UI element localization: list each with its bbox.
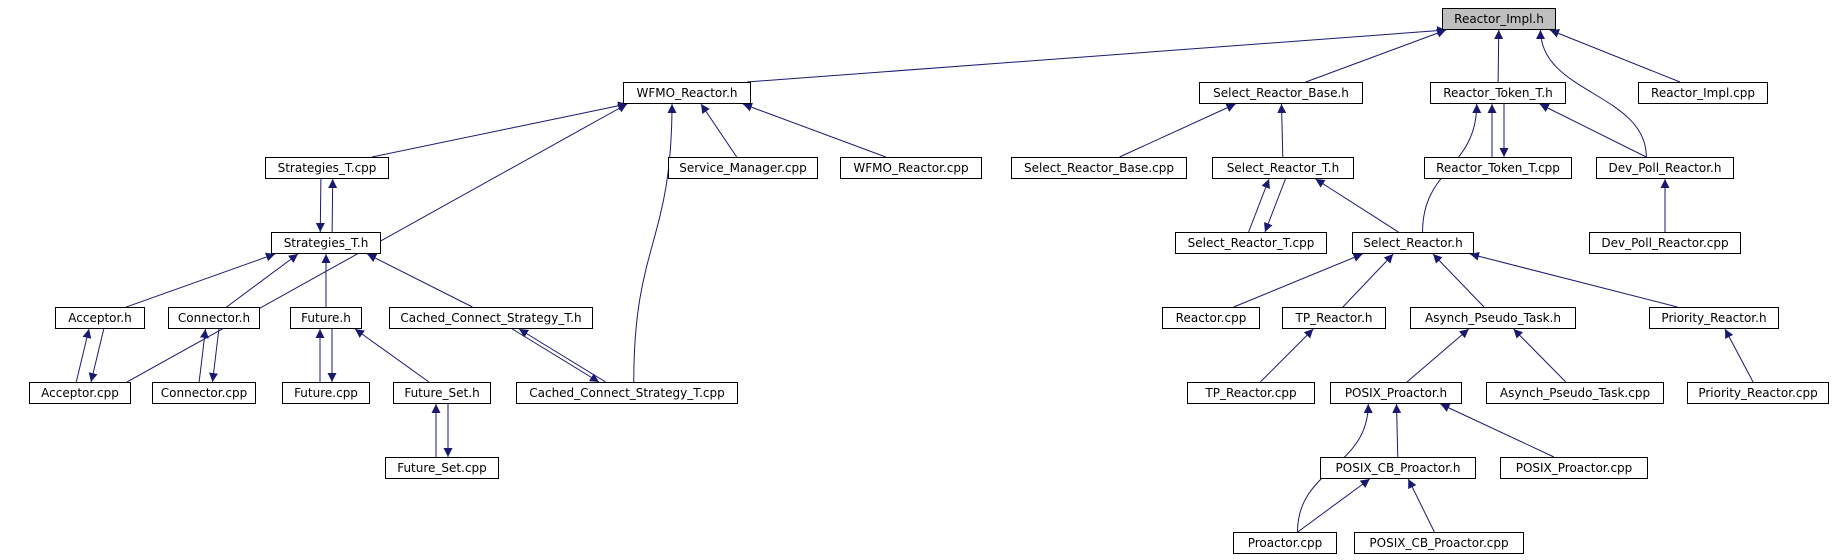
edge-select_reactor_t_cpp-to-select_reactor_t_h: [1248, 178, 1270, 233]
edge-asynch_pseudo_task_h-to-select_reactor_h: [1432, 253, 1485, 308]
edge-wfmo_reactor_cpp-to-wfmo_reactor_h: [742, 102, 886, 158]
node-asynch-pseudo-task-h[interactable]: Asynch_Pseudo_Task.h: [1410, 307, 1576, 329]
node-cached-connect-strategy-t-h[interactable]: Cached_Connect_Strategy_T.h: [389, 307, 593, 329]
node-dev-poll-reactor-cpp[interactable]: Dev_Poll_Reactor.cpp: [1589, 232, 1741, 254]
node-dev-poll-reactor-h[interactable]: Dev_Poll_Reactor.h: [1596, 157, 1734, 179]
edge-tp_reactor_h-to-select_reactor_h: [1342, 253, 1394, 308]
node-acceptor-cpp[interactable]: Acceptor.cpp: [29, 382, 131, 404]
node-reactor-impl-h: Reactor_Impl.h: [1442, 8, 1556, 30]
edge-strategies_t_h-to-strategies_t_cpp: [328, 178, 338, 233]
edge-cached_connect_strategy_t_cpp-to-wfmo_reactor_h: [633, 103, 677, 383]
node-priority-reactor-cpp[interactable]: Priority_Reactor.cpp: [1687, 382, 1829, 404]
node-asynch-pseudo-task-cpp[interactable]: Asynch_Pseudo_Task.cpp: [1486, 382, 1664, 404]
edge-acceptor_cpp-to-acceptor_h: [75, 328, 92, 383]
edge-select_reactor_h-to-select_reactor_t_h: [1315, 178, 1399, 233]
node-posix-cb-proactor-cpp[interactable]: POSIX_CB_Proactor.cpp: [1354, 532, 1524, 554]
node-select-reactor-h[interactable]: Select_Reactor.h: [1352, 232, 1474, 254]
node-tp-reactor-h[interactable]: TP_Reactor.h: [1282, 307, 1386, 329]
edge-select_reactor_t_h-to-select_reactor_base_h: [1277, 103, 1287, 158]
node-posix-cb-proactor-h[interactable]: POSIX_CB_Proactor.h: [1320, 457, 1476, 479]
node-select-reactor-t-cpp[interactable]: Select_Reactor_T.cpp: [1175, 232, 1327, 254]
edge-dev_poll_reactor_h-to-reactor_token_t_h: [1539, 103, 1647, 158]
edge-proactor_cpp-to-posix_cb_proactor_h: [1297, 478, 1371, 533]
node-tp-reactor-cpp[interactable]: TP_Reactor.cpp: [1187, 382, 1315, 404]
node-posix-proactor-cpp[interactable]: POSIX_Proactor.cpp: [1500, 457, 1648, 479]
node-proactor-cpp[interactable]: Proactor.cpp: [1233, 532, 1337, 554]
edge-service_manager_cpp-to-wfmo_reactor_h: [700, 103, 738, 158]
node-future-h[interactable]: Future.h: [290, 307, 362, 329]
node-connector-h[interactable]: Connector.h: [168, 307, 260, 329]
edge-tp_reactor_cpp-to-tp_reactor_h: [1259, 328, 1314, 383]
edge-select_reactor_base_h-to-reactor_impl_h: [1305, 28, 1447, 83]
node-reactor-cpp[interactable]: Reactor.cpp: [1162, 307, 1260, 329]
node-select-reactor-base-cpp[interactable]: Select_Reactor_Base.cpp: [1011, 157, 1187, 179]
edge-cached_connect_strategy_t_h-to-strategies_t_h: [367, 253, 473, 308]
node-connector-cpp[interactable]: Connector.cpp: [152, 382, 256, 404]
edge-asynch_pseudo_task_cpp-to-asynch_pseudo_task_h: [1513, 328, 1567, 383]
edge-connector_h-to-connector_cpp: [209, 328, 220, 383]
edge-priority_reactor_cpp-to-priority_reactor_h: [1724, 328, 1754, 383]
node-future-set-cpp[interactable]: Future_Set.cpp: [385, 457, 499, 479]
edge-select_reactor_base_cpp-to-select_reactor_base_h: [1119, 103, 1236, 158]
edge-reactor_impl_cpp-to-reactor_impl_h: [1549, 29, 1681, 83]
node-reactor-token-t-cpp[interactable]: Reactor_Token_T.cpp: [1424, 157, 1572, 179]
node-future-cpp[interactable]: Future.cpp: [282, 382, 370, 404]
node-priority-reactor-h[interactable]: Priority_Reactor.h: [1649, 307, 1779, 329]
edge-select_reactor_t_h-to-select_reactor_t_cpp: [1264, 178, 1286, 233]
node-cached-connect-strategy-t-cpp[interactable]: Cached_Connect_Strategy_T.cpp: [516, 382, 738, 404]
edge-posix_cb_proactor_cpp-to-posix_cb_proactor_h: [1407, 478, 1435, 533]
edge-reactor_token_t_h-to-reactor_impl_h: [1494, 29, 1504, 83]
edge-reactor_cpp-to-select_reactor_h: [1233, 253, 1363, 308]
node-wfmo-reactor-h[interactable]: WFMO_Reactor.h: [623, 82, 751, 104]
edge-connector_h-to-strategies_t_h: [226, 253, 299, 308]
edge-posix_proactor_h-to-asynch_pseudo_task_h: [1406, 328, 1470, 383]
edge-strategies_t_cpp-to-strategies_t_h: [315, 178, 325, 233]
node-reactor-token-t-h[interactable]: Reactor_Token_T.h: [1430, 82, 1566, 104]
node-acceptor-h[interactable]: Acceptor.h: [55, 307, 145, 329]
node-wfmo-reactor-cpp[interactable]: WFMO_Reactor.cpp: [840, 157, 982, 179]
node-future-set-h[interactable]: Future_Set.h: [393, 382, 491, 404]
node-select-reactor-base-h[interactable]: Select_Reactor_Base.h: [1199, 82, 1363, 104]
node-strategies-t-cpp[interactable]: Strategies_T.cpp: [265, 157, 389, 179]
node-strategies-t-h[interactable]: Strategies_T.h: [271, 232, 381, 254]
edge-wfmo_reactor_h-to-reactor_impl_h: [746, 26, 1447, 83]
edge-cached_connect_strategy_t_cpp-to-cached_connect_strategy_t_h: [518, 328, 606, 383]
edge-connector_cpp-to-connector_h: [198, 328, 209, 383]
node-service-manager-cpp[interactable]: Service_Manager.cpp: [668, 157, 818, 179]
edge-cached_connect_strategy_t_h-to-cached_connect_strategy_t_cpp: [512, 328, 600, 383]
edge-priority_reactor_h-to-select_reactor_h: [1469, 251, 1678, 308]
edge-layer: [75, 26, 1754, 533]
edge-dev_poll_reactor_h-to-reactor_impl_h: [1536, 29, 1647, 158]
edge-posix_cb_proactor_h-to-posix_proactor_h: [1392, 403, 1402, 458]
edge-posix_proactor_cpp-to-posix_proactor_h: [1440, 403, 1555, 458]
edge-acceptor_h-to-strategies_t_h: [126, 252, 276, 308]
node-reactor-impl-cpp[interactable]: Reactor_Impl.cpp: [1638, 82, 1768, 104]
edge-future_set_h-to-future_h: [354, 328, 430, 383]
edge-acceptor_h-to-acceptor_cpp: [88, 328, 105, 383]
node-posix-proactor-h[interactable]: POSIX_Proactor.h: [1330, 382, 1462, 404]
edge-strategies_t_cpp-to-wfmo_reactor_h: [371, 101, 628, 158]
node-select-reactor-t-h[interactable]: Select_Reactor_T.h: [1212, 157, 1354, 179]
